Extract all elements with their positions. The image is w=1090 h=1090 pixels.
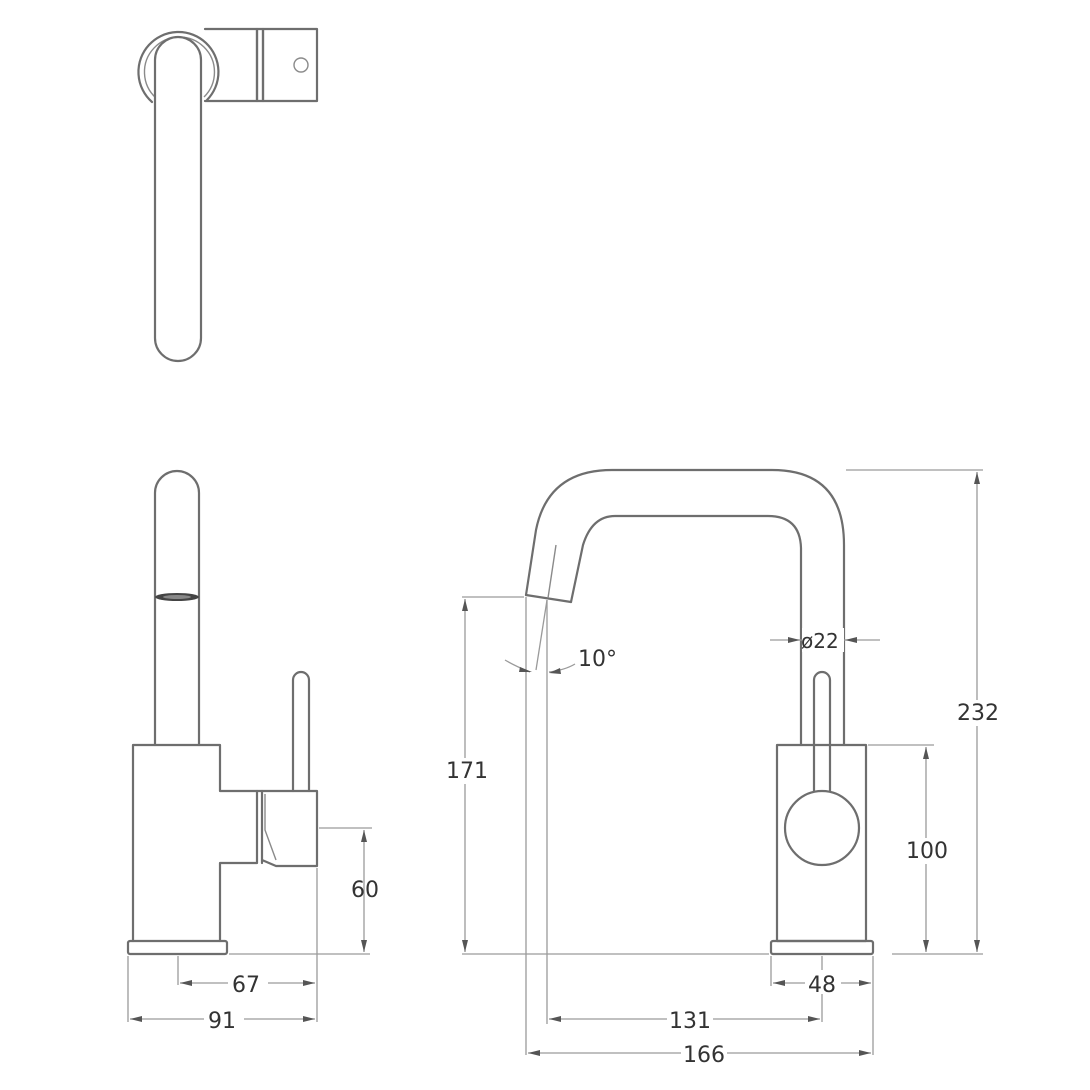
dim-total-height-label: 232 — [957, 701, 999, 726]
front-view-lever-knob — [783, 789, 861, 867]
dim-base-width-label: 48 — [808, 973, 836, 998]
side-view-spout — [153, 469, 201, 747]
dim-spout-reach-label: 67 — [232, 973, 260, 998]
front-view-spout-outer — [524, 468, 846, 747]
dim-pipe-diameter-label: ø22 — [801, 629, 839, 653]
top-view-spout — [153, 35, 203, 363]
front-view: 10° ø22 232 100 171 — [443, 468, 1001, 1068]
dim-total-depth-label: 91 — [208, 1009, 236, 1034]
front-view-spout-inner — [569, 514, 803, 747]
top-view-base-ring-outer — [137, 30, 220, 104]
dim-spout-angle-label: 10° — [578, 647, 617, 672]
top-view — [137, 27, 319, 363]
side-view-lever-block — [260, 789, 319, 868]
top-view-lever-hole — [293, 57, 309, 73]
front-view-base-plate — [769, 939, 875, 956]
dim-body-height-label: 100 — [906, 839, 948, 864]
dim-spout-reach-front-label: 131 — [669, 1009, 711, 1034]
top-view-lever-body — [203, 27, 259, 103]
front-view-lever — [812, 670, 832, 797]
dim-total-width-label: 166 — [683, 1043, 725, 1068]
side-view-body — [131, 743, 259, 943]
front-view-spout-tip — [524, 593, 573, 604]
top-view-lever-handle — [261, 27, 319, 103]
side-view: 60 67 91 — [126, 469, 379, 1034]
dim-lever-height-label: 60 — [351, 878, 379, 903]
side-view-base-plate — [126, 939, 229, 956]
dim-spout-outlet-height-label: 171 — [446, 759, 488, 784]
side-view-lever-handle — [291, 670, 311, 793]
